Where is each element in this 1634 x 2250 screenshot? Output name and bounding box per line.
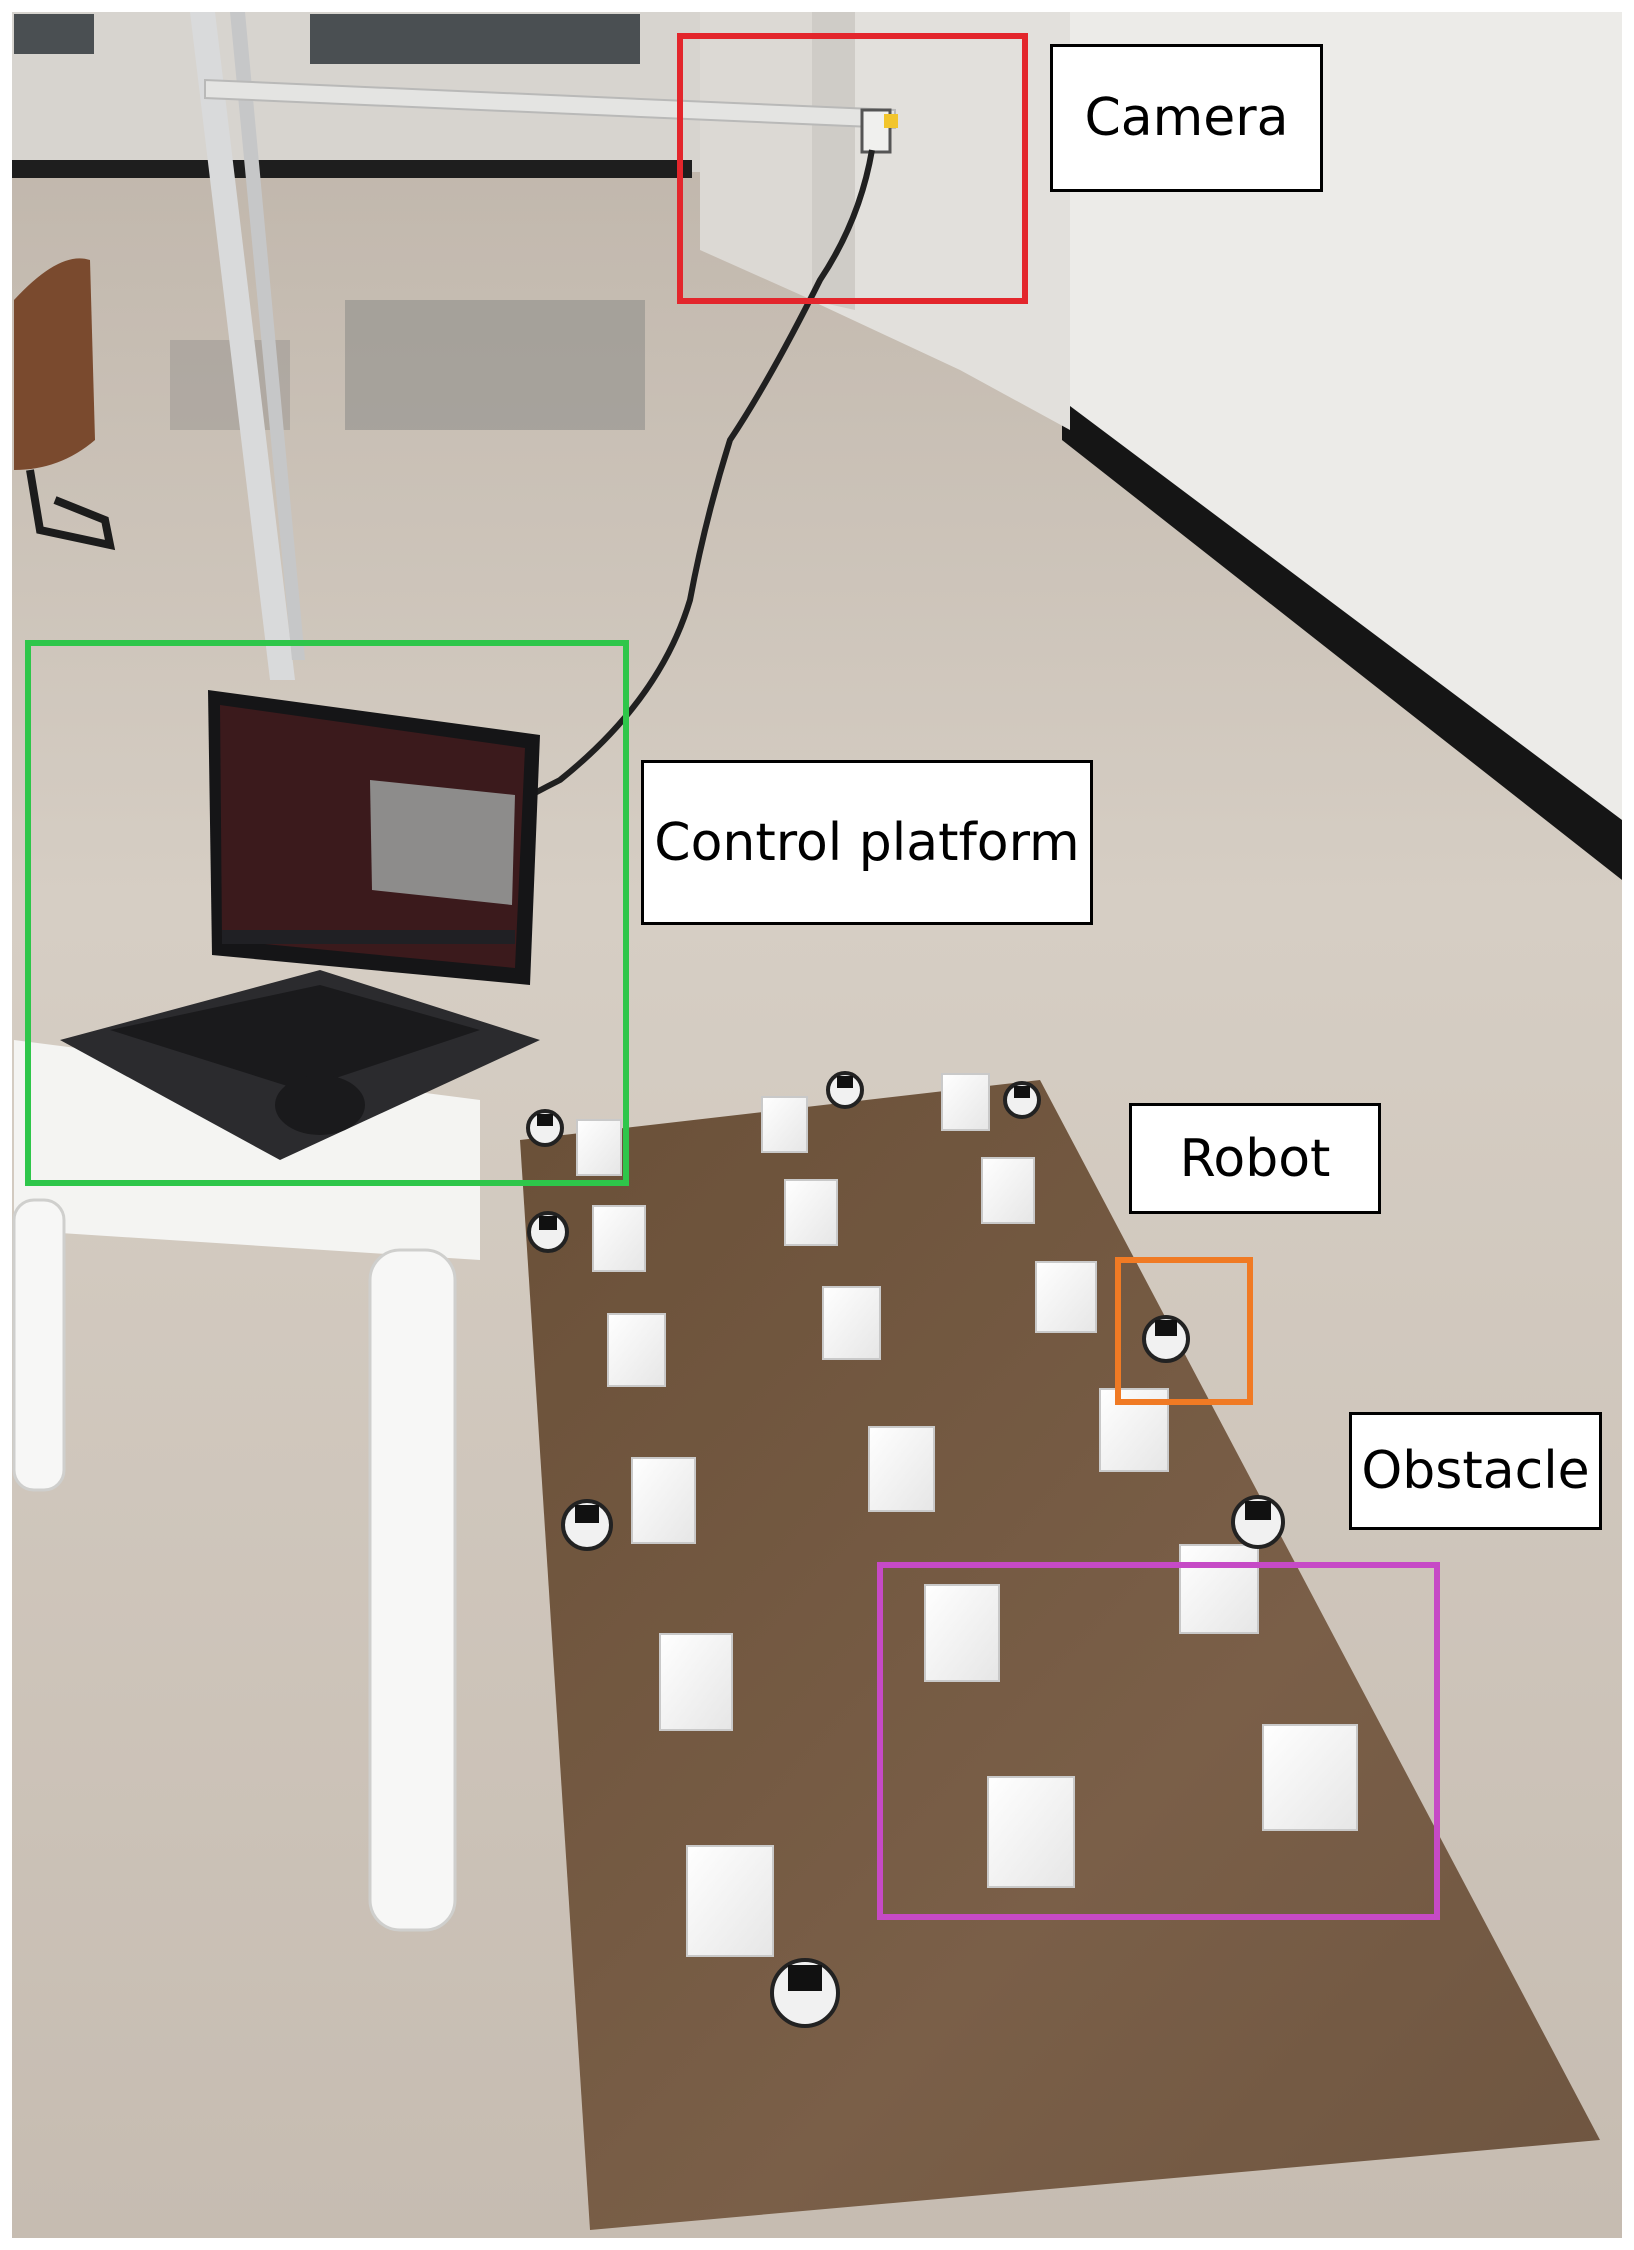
- laptop-screen-panel: [370, 780, 515, 905]
- obstacle-cube: [686, 1845, 774, 1957]
- robot-highlight-box: [1115, 1257, 1253, 1405]
- laptop-taskbar: [222, 930, 515, 944]
- computer-mouse: [275, 1075, 365, 1135]
- aruco-marker: [837, 1076, 853, 1088]
- obstacle-cube: [822, 1286, 881, 1360]
- right-wall: [1062, 12, 1622, 880]
- chair: [14, 258, 95, 470]
- obstacle-cube: [981, 1157, 1035, 1224]
- right-baseboard: [1062, 400, 1622, 880]
- control-platform-highlight-box: [25, 640, 629, 1186]
- robot-label: Robot: [1129, 1103, 1381, 1214]
- obstacle-cube: [761, 1096, 808, 1153]
- camera-label: Camera: [1050, 44, 1323, 192]
- obstacle-cube: [1035, 1261, 1097, 1333]
- back-window: [310, 14, 640, 64]
- aruco-marker: [575, 1505, 599, 1523]
- aruco-marker: [788, 1965, 822, 1991]
- frame-pole-2: [230, 12, 305, 660]
- table-leg-2: [12, 1198, 66, 1492]
- obstacle-cube: [659, 1633, 733, 1731]
- aruco-marker: [537, 1114, 553, 1126]
- aruco-marker: [1245, 1501, 1271, 1520]
- table-leg: [368, 1248, 457, 1932]
- robot: [826, 1071, 864, 1109]
- control-platform-label: Control platform: [641, 760, 1093, 925]
- obstacle-cube: [1262, 1724, 1358, 1831]
- obstacle-cube: [868, 1426, 935, 1512]
- door-dark: [700, 12, 812, 300]
- aruco-marker: [539, 1216, 557, 1230]
- obstacle-cube: [576, 1119, 622, 1176]
- camera-yellow-mark: [884, 114, 898, 128]
- obstacle-cube: [941, 1073, 990, 1131]
- camera-highlight-box: [677, 33, 1028, 304]
- obstacles: [576, 1073, 1358, 1957]
- obstacle-cube: [784, 1179, 838, 1246]
- obstacle-cube: [924, 1584, 1000, 1682]
- robot-markers: [537, 1076, 1271, 1991]
- aruco-marker: [1014, 1086, 1030, 1098]
- window-reflection: [345, 300, 645, 430]
- robot: [1003, 1081, 1041, 1119]
- obstacle-cube: [607, 1313, 666, 1387]
- obstacle-cube: [1179, 1544, 1259, 1634]
- arena-mat: [520, 1080, 1600, 2230]
- frame-pole: [190, 12, 295, 680]
- obstacle-cube: [592, 1205, 646, 1272]
- obstacle-cube: [631, 1457, 696, 1544]
- aruco-marker: [1155, 1320, 1177, 1336]
- robot: [526, 1109, 564, 1147]
- obstacle-label: Obstacle: [1349, 1412, 1602, 1530]
- obstacle-cube: [987, 1776, 1075, 1888]
- baseboard: [12, 160, 692, 178]
- back-window-2: [14, 14, 94, 54]
- obstacle-highlight-box: [877, 1562, 1440, 1920]
- robot: [527, 1211, 569, 1253]
- laptop-keyboard: [110, 985, 480, 1090]
- camera-cable: [468, 149, 875, 833]
- chair-leg: [26, 469, 116, 551]
